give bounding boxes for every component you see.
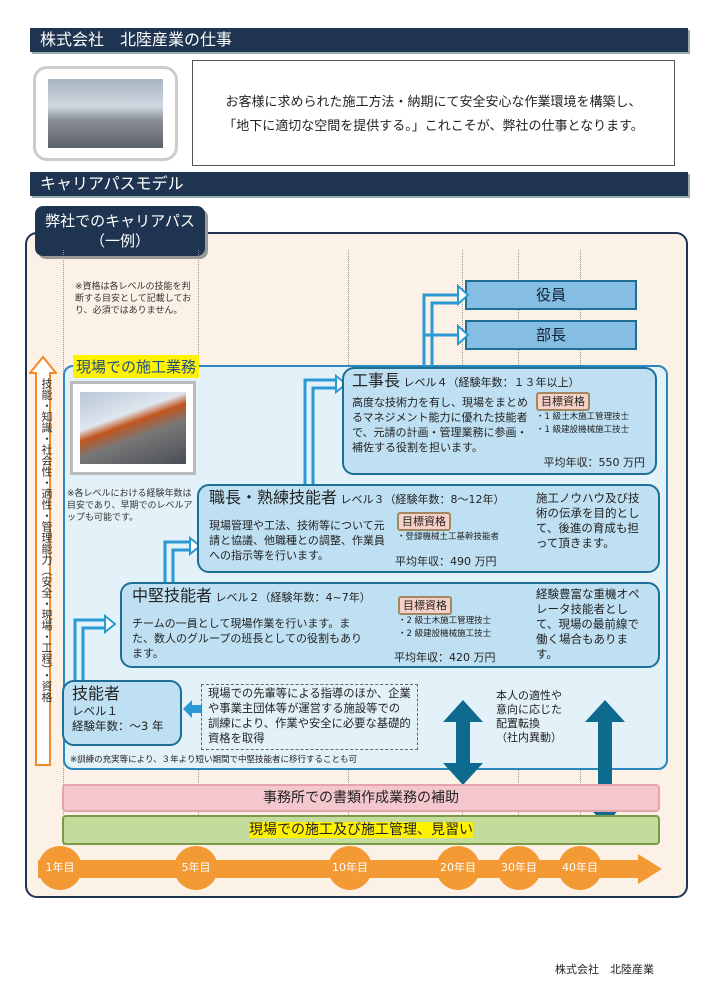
truck-fleet-photo-frame <box>33 66 178 161</box>
average-salary: 平均年収：420 万円 <box>394 651 496 664</box>
qualification-note: ※資格は各レベルの技能を判断する目安として記載しており、必須ではありません。 <box>75 282 192 316</box>
level-name: 職長・熟練技能者 <box>209 488 338 507</box>
transfer-note-line: 本人の適性や <box>496 689 562 702</box>
timeline-year-10: 10年目 <box>328 846 372 890</box>
level2-card: 中堅技能者 レベル２（経験年数：4~7年） チームの一員として現場作業を行います… <box>120 582 660 668</box>
level-description: 高度な技術力を有し、現場をまとめるマネジメント能力に優れた技能者で、元請の計画・… <box>352 396 528 454</box>
level-description: チームの一員として現場作業を行います。また、数人のグループの班長としての役割もあ… <box>132 617 363 660</box>
role-executive: 役員 <box>465 280 637 310</box>
timeline-year-30: 30年目 <box>497 846 541 890</box>
level-side-note: 施工ノウハウ及び技術の伝承を目的として、後進の育成も担って頂きます。 <box>536 491 640 550</box>
transfer-note: 本人の適性や 意向に応じた 配置転換 （社内異動） <box>496 689 562 745</box>
qualification-item: ・2 級建設機械施工技士 <box>398 629 492 639</box>
level-years: レベル２（経験年数：4~7年） <box>215 591 371 604</box>
level-years: 経験年数：～3 年 <box>72 719 164 733</box>
skill-growth-arrow-icon <box>29 355 57 766</box>
section-header-work: 株式会社 北陸産業の仕事 <box>30 28 688 52</box>
transfer-note-line: 配置転換 <box>496 717 540 730</box>
level1-card: 技能者 レベル１ 経験年数：～3 年 <box>62 680 182 746</box>
panel-title-line: （一例） <box>89 232 150 250</box>
office-work-label: 事務所での書類作成業務の補助 <box>263 790 459 806</box>
site-work-label: 現場での施工業務 <box>73 355 200 378</box>
level-side-note: 経験豊富な重機オペレータ技能者として、現場の最前線で働く場合もあります。 <box>536 587 640 661</box>
section-header-career: キャリアパスモデル <box>30 172 688 196</box>
level3-card: 職長・熟練技能者 レベル３（経験年数：8～12年） 現場管理や工法、技術等につい… <box>197 484 660 573</box>
footer-company: 株式会社 北陸産業 <box>555 963 654 976</box>
transfer-note-line: （社内異動） <box>496 731 562 744</box>
target-qualification-tag: 目標資格 <box>398 596 452 615</box>
qualification-item: ・登録機械土工基幹技能者 <box>397 532 500 542</box>
double-arrow-icon <box>443 700 483 785</box>
intro-box: お客様に求められた施工方法・納期にて安全安心な作業環境を構築し、 「地下に適切な… <box>192 60 675 166</box>
qualification-item: ・1 級建設機械施工技士 <box>536 425 630 435</box>
excavator-site-photo <box>80 392 186 464</box>
timeline-year-5: 5年目 <box>174 846 218 890</box>
arrow-left-icon <box>183 700 202 718</box>
level-description: 現場管理や工法、技術等について元請と協議、他職種との調整、作業員への指示等を行い… <box>209 519 385 562</box>
timeline-year-20: 20年目 <box>436 846 480 890</box>
training-note: 現場での先輩等による指導のほか、企業や事業主団体等が運営する施設等での訓練により… <box>201 684 418 750</box>
qualification-item: ・2 級土木施工管理技士 <box>398 616 492 626</box>
level-name: 工事長 <box>352 371 401 390</box>
timeline-year-40: 40年目 <box>558 846 602 890</box>
progression-arrows <box>73 283 470 680</box>
transfer-note-line: 意向に応じた <box>496 703 562 716</box>
level-name: 中堅技能者 <box>132 586 213 605</box>
site-training-bar: 現場での施工及び施工管理、見習い <box>62 815 660 845</box>
double-arrow-icon <box>585 700 625 825</box>
level-name: 技能者 <box>72 684 121 703</box>
career-panel-title: 弊社でのキャリアパス （一例） <box>35 206 205 256</box>
role-manager: 部長 <box>465 320 637 350</box>
target-qualification-tag: 目標資格 <box>397 512 451 531</box>
average-salary: 平均年収：550 万円 <box>543 456 646 469</box>
site-training-label: 現場での施工及び施工管理、見習い <box>249 822 473 838</box>
site-photo-frame <box>70 381 196 475</box>
qualification-item: ・1 級土木施工管理技士 <box>536 412 630 422</box>
timeline-year-1: 1年目 <box>38 846 82 890</box>
panel-title-line: 弊社でのキャリアパス <box>45 212 195 230</box>
level-years: レベル３（経験年数：8～12年） <box>340 493 505 506</box>
intro-line: お客様に求められた施工方法・納期にて安全安心な作業環境を構築し、 <box>225 95 642 110</box>
intro-line: 「地下に適切な空間を提供する。」これこそが、弊社の仕事となります。 <box>223 119 644 134</box>
truck-fleet-photo <box>48 79 163 148</box>
average-salary: 平均年収：490 万円 <box>395 555 497 568</box>
target-qualification-tag: 目標資格 <box>536 392 590 411</box>
years-note: ※各レベルにおける経験年数は目安であり、早期でのレベルアップも可能です。 <box>67 489 193 523</box>
level4-card: 工事長 レベル４（経験年数：１３年以上） 高度な技術力を有し、現場をまとめるマネ… <box>342 367 657 475</box>
early-transition-note: ※訓練の充実等により、３年より短い期間で中堅技能者に移行することも可 <box>70 755 357 765</box>
office-work-bar: 事務所での書類作成業務の補助 <box>62 784 660 812</box>
level-number: レベル１ <box>72 704 118 718</box>
skill-growth-label: 技能・知識・社会性・適性・管理能力（安全・現場・工程）・資格 <box>40 378 53 703</box>
level-years: レベル４（経験年数：１３年以上） <box>403 376 580 389</box>
